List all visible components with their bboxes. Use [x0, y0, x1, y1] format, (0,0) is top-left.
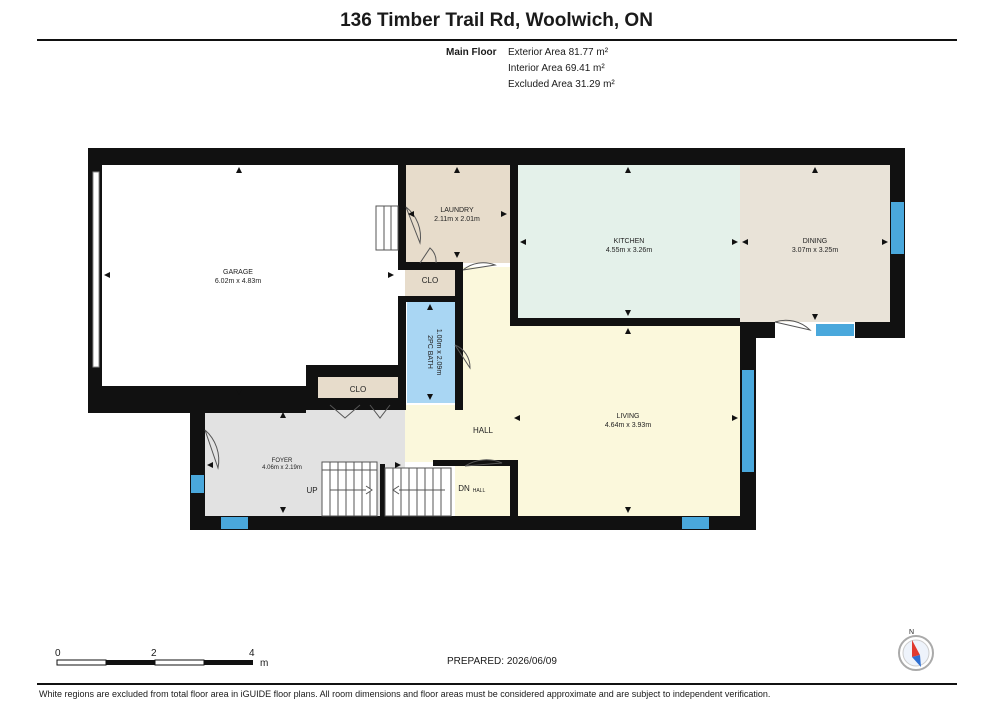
stairs-down-label: DN: [458, 484, 470, 493]
scale-label-4: 4: [249, 648, 255, 659]
garage-label: GARAGE: [223, 269, 253, 276]
exterior-area: Exterior Area 81.77 m²: [508, 47, 609, 58]
closet-fill-upper: [405, 270, 455, 298]
footer-disclaimer: White regions are excluded from total fl…: [39, 689, 771, 699]
hall-fill: [455, 466, 510, 516]
closet-upper-label: CLO: [422, 276, 438, 285]
bath-label: 2PC BATH: [426, 335, 433, 369]
stairs-up: [321, 461, 378, 517]
footer-divider: [37, 683, 957, 685]
living-dims: 4.64m x 3.93m: [605, 422, 651, 429]
hall-label: HALL: [473, 426, 494, 435]
dining-fill: [740, 165, 890, 322]
foyer-label: FOYER: [272, 458, 293, 464]
door-swings: [204, 206, 812, 470]
scale-label-2: 2: [151, 648, 157, 659]
laundry-label: LAUNDRY: [440, 207, 474, 214]
stairs-up-label: UP: [306, 486, 317, 495]
dining-label: DINING: [803, 238, 828, 245]
scale-label-0: 0: [55, 648, 61, 659]
laundry-fill: [405, 165, 510, 263]
laundry-dims: 2.11m x 2.01m: [434, 216, 480, 223]
floor-name: Main Floor: [446, 47, 497, 58]
excluded-area: Excluded Area 31.29 m²: [508, 79, 615, 90]
bath-dims: 1.00m x 2.09m: [435, 329, 442, 375]
compass-north-label: N: [909, 629, 914, 636]
kitchen-dims: 4.55m x 3.26m: [606, 247, 652, 254]
living-fill: [405, 267, 742, 516]
scale-unit: m: [260, 658, 269, 669]
bath-fill: [407, 300, 455, 403]
hall-small-label: HALL: [473, 488, 486, 494]
living-label: LIVING: [617, 413, 640, 420]
scale-bar: [56, 659, 253, 666]
windows: [191, 202, 904, 529]
kitchen-fill: [518, 165, 740, 322]
page-title: 136 Timber Trail Rd, Woolwich, ON: [340, 10, 653, 31]
stairs-down: [384, 467, 452, 517]
prepared-date: PREPARED: 2026/06/09: [447, 656, 557, 667]
foyer-dims: 4.06m x 2.19m: [262, 465, 302, 471]
dining-dims: 3.07m x 3.25m: [792, 247, 838, 254]
closet-lower-label: CLO: [350, 385, 366, 394]
garage-dims: 6.02m x 4.83m: [215, 278, 261, 285]
kitchen-label: KITCHEN: [614, 238, 645, 245]
header-divider: [37, 39, 957, 41]
compass-icon: [898, 635, 934, 671]
dimension-markers: [104, 167, 888, 513]
garage-door: [92, 171, 100, 368]
interior-area: Interior Area 69.41 m²: [508, 63, 605, 74]
garage-steps: [375, 205, 399, 251]
